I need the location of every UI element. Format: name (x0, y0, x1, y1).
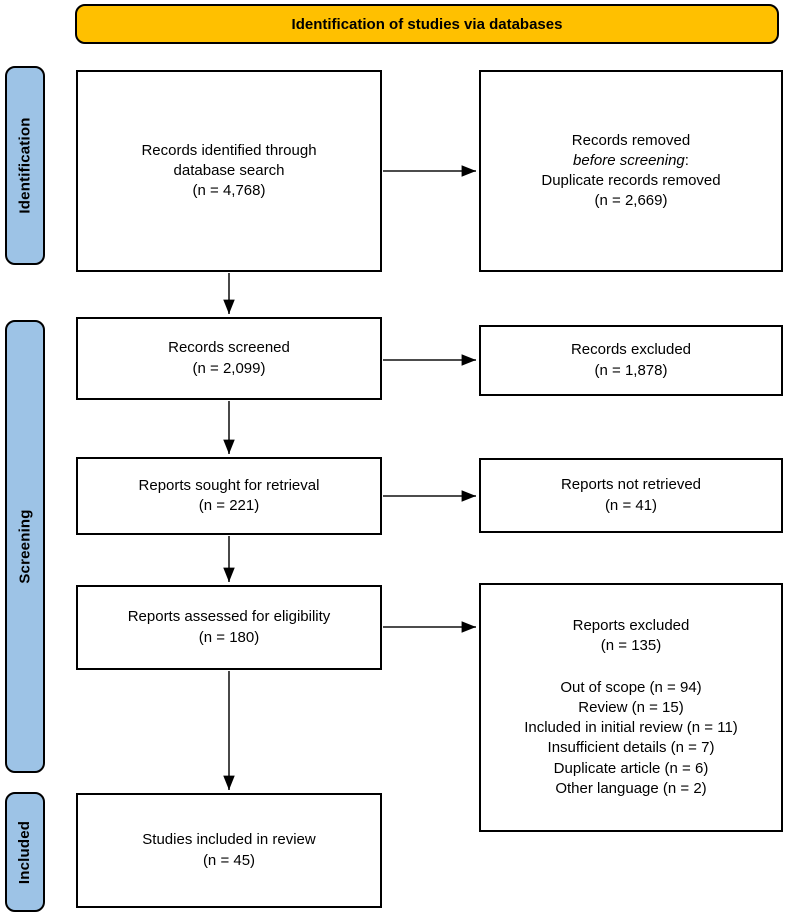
box-count: (n = 180) (198, 628, 260, 646)
header-banner: Identification of studies via databases (75, 4, 779, 44)
box-line: Reports assessed for eligibility (127, 608, 331, 626)
box-reports-not-retrieved: Reports not retrieved (n = 41) (479, 458, 783, 533)
box-line: Reports sought for retrieval (138, 476, 320, 494)
box-line: Records screened (168, 339, 290, 357)
colon: : (684, 151, 689, 169)
box-count: (n = 45) (202, 851, 256, 869)
box-line: Reports excluded (572, 617, 690, 634)
exclusion-reason: Insufficient details (n = 7) (547, 739, 715, 757)
box-line: Records identified through (141, 141, 317, 159)
italic-phrase: before screening (573, 151, 685, 169)
stage-label-included: Included (16, 820, 34, 884)
stage-label-screening: Screening (16, 509, 34, 584)
box-reports-sought: Reports sought for retrieval (n = 221) (76, 457, 382, 535)
box-count: (n = 41) (604, 496, 658, 514)
stage-label-identification: Identification (16, 117, 34, 214)
box-count: (n = 2,099) (192, 359, 266, 377)
box-line: Studies included in review (142, 831, 316, 849)
box-count: (n = 4,768) (192, 182, 266, 200)
stage-tab-identification: Identification (5, 66, 45, 265)
stage-tab-screening: Screening (5, 320, 45, 773)
exclusion-reason: Review (n = 15) (578, 698, 684, 716)
box-records-identified: Records identified through database sear… (76, 70, 382, 272)
box-count: (n = 2,669) (594, 192, 668, 210)
box-count: (n = 1,878) (594, 361, 668, 379)
box-line: Reports not retrieved (560, 476, 702, 494)
header-title: Identification of studies via databases (291, 15, 563, 33)
exclusion-reason: Included in initial review (n = 11) (524, 719, 738, 736)
box-line: Duplicate records removed (541, 172, 721, 189)
box-reports-assessed: Reports assessed for eligibility (n = 18… (76, 585, 382, 670)
box-line: database search (173, 161, 285, 179)
box-count: (n = 135) (600, 637, 662, 655)
box-studies-included: Studies included in review (n = 45) (76, 793, 382, 908)
box-records-excluded: Records excluded (n = 1,878) (479, 325, 783, 396)
box-records-removed: Records removed before screening: Duplic… (479, 70, 783, 272)
box-line: Records excluded (570, 341, 692, 359)
box-reports-excluded: Reports excluded (n = 135) Out of scope … (479, 583, 783, 832)
exclusion-reason: Other language (n = 2) (555, 779, 707, 797)
exclusion-reason: Out of scope (n = 94) (560, 678, 702, 696)
exclusion-reason: Duplicate article (n = 6) (553, 759, 709, 777)
stage-tab-included: Included (5, 792, 45, 912)
box-line: Records removed (571, 131, 691, 149)
box-count: (n = 221) (198, 497, 260, 514)
box-records-screened: Records screened (n = 2,099) (76, 317, 382, 400)
box-line: before screening: (573, 151, 689, 171)
